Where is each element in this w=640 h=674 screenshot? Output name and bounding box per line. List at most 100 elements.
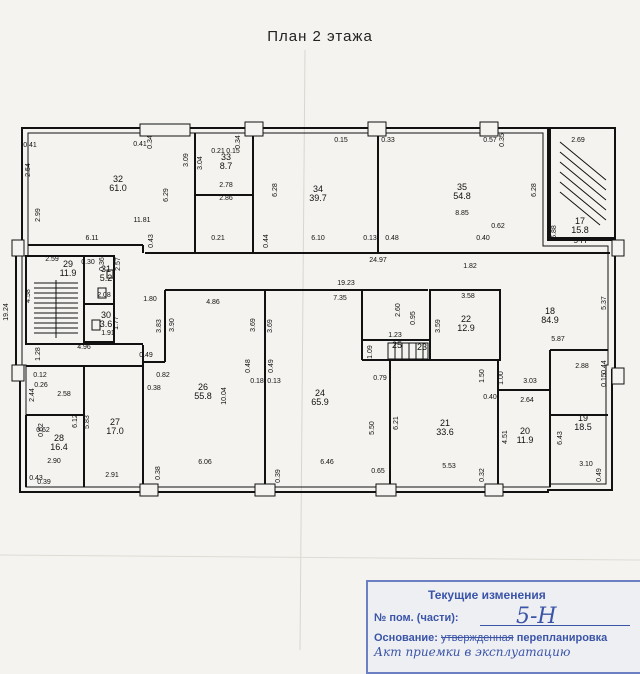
stamp-basis-label: Основание: [374, 632, 438, 644]
dimension-label: 0.21 [211, 235, 225, 242]
dimension-label: 6.11 [85, 235, 98, 242]
dimension-label: 1.82 [463, 263, 477, 270]
dimension-label: 4.96 [77, 344, 91, 351]
dimension-label: 0.18 [250, 378, 264, 385]
room-number: 35 [457, 182, 467, 192]
dimension-label: 6.43 [557, 431, 564, 445]
room-30: 303.6 [100, 310, 113, 329]
dimension-label: 0.13 [267, 378, 281, 385]
dimension-label: 7.35 [333, 295, 347, 302]
stamp-basis: Основание: утвержденная перепланировка [374, 632, 607, 644]
dimension-label: 2.91 [105, 472, 119, 479]
dimension-label: 0.15 [226, 148, 240, 155]
room-area: 16.4 [50, 442, 68, 452]
dimension-label: 0.43 [148, 234, 155, 248]
room-area: 61.0 [109, 183, 127, 193]
dimension-label: 5.83 [84, 415, 91, 429]
dimension-label: 0.12 [33, 372, 47, 379]
dimension-label: 0.41 [23, 142, 37, 149]
room-31: 315.2 [100, 264, 113, 283]
dimension-label: 4.86 [206, 299, 220, 306]
dimension-label: 4.51 [502, 430, 509, 444]
dimension-label: 6.28 [531, 183, 538, 197]
stamp-basis-rest: перепланировка [516, 632, 608, 644]
dimension-label: 0.65 [371, 468, 385, 475]
walls [15, 127, 616, 493]
room-area: 11.9 [60, 268, 77, 278]
dimension-label: 2.57 [115, 257, 122, 271]
plan-title: План 2 этажа [267, 28, 373, 45]
dimension-label: 2.64 [520, 397, 534, 404]
dimension-label: 1.00 [498, 371, 505, 385]
unit-label: 5-Н [574, 236, 587, 245]
room-number: 26 [198, 382, 208, 392]
stair-hatching-right [559, 141, 607, 226]
room-area: 5.2 [100, 273, 113, 283]
dimension-label: 0.15 [334, 137, 348, 144]
room-area: 12.9 [457, 323, 475, 333]
dimension-label: 5.37 [601, 296, 608, 310]
dimension-label: 3.69 [250, 318, 257, 332]
dimension-label: 0.39 [275, 469, 282, 483]
dimension-label: 0.48 [385, 235, 399, 242]
room-area: 15.8 [571, 225, 589, 235]
dimension-label: 3.90 [169, 318, 176, 332]
dimension-label: 0.34 [235, 135, 242, 149]
stamp-basis-struck: утвержденная [441, 632, 514, 644]
dimension-label: 3.83 [156, 319, 163, 333]
dimension-label: 0.26 [34, 382, 48, 389]
dimension-label: 3.58 [461, 293, 475, 300]
dimension-label: 0.32 [479, 468, 486, 482]
room-area: 84.9 [541, 315, 559, 325]
dimension-label: 0.41 [133, 141, 147, 148]
room-number: 22 [461, 314, 471, 324]
dimension-label: 8.85 [455, 210, 469, 217]
room-area: 33.6 [436, 427, 454, 437]
dimension-label: 6.10 [311, 235, 325, 242]
dimension-label: 0.48 [245, 359, 252, 373]
dimension-label: 0.40 [476, 235, 490, 242]
changes-stamp: Текущие изменения № пом. (части): 5-Н Ос… [366, 580, 640, 674]
dimension-label: 0.49 [139, 352, 153, 359]
dimension-label: 0.82 [156, 372, 170, 379]
dimension-label: 2.59 [45, 256, 59, 263]
dimension-label: 0.33 [381, 137, 395, 144]
dimension-label: 1.80 [143, 296, 157, 303]
dimension-label: 6.12 [72, 414, 79, 428]
dimension-label: 0.44 [601, 360, 608, 374]
dimension-label: 3.59 [435, 319, 442, 333]
room-number: 18 [545, 306, 555, 316]
dimension-label: 3.10 [579, 461, 593, 468]
dimension-label: 0.35 [499, 133, 506, 147]
room-area: 65.9 [311, 397, 329, 407]
dimension-label: 0.34 [147, 135, 154, 149]
dimension-label: 2.86 [219, 195, 233, 202]
stamp-room-label: № пом. (части): [374, 612, 459, 624]
dimension-label: 5.53 [442, 463, 456, 470]
room-number: 34 [313, 184, 323, 194]
dimension-label: 10.04 [221, 387, 228, 405]
dimension-label: 6.21 [393, 416, 400, 430]
dimension-label: 2.99 [35, 208, 42, 222]
dimension-label: 6.46 [320, 459, 334, 466]
dimension-label: 3.04 [197, 156, 204, 170]
dimension-label: 0.79 [373, 375, 387, 382]
room-area: 54.8 [453, 191, 471, 201]
stamp-room-value: 5-Н [516, 604, 557, 629]
room-number: 29 [63, 259, 73, 269]
stamp-room-line [480, 625, 630, 626]
dimension-label: 5.88 [551, 225, 558, 239]
dimension-label: 2.69 [571, 137, 585, 144]
room-number: 31 [101, 264, 111, 274]
room-number: 30 [101, 310, 111, 320]
dimension-label: 6.28 [272, 183, 279, 197]
dimension-label: 6.06 [198, 459, 212, 466]
dimension-label: 0.15 [601, 373, 608, 387]
dimension-label: 2.78 [219, 182, 233, 189]
dimension-label: 0.49 [268, 359, 275, 373]
